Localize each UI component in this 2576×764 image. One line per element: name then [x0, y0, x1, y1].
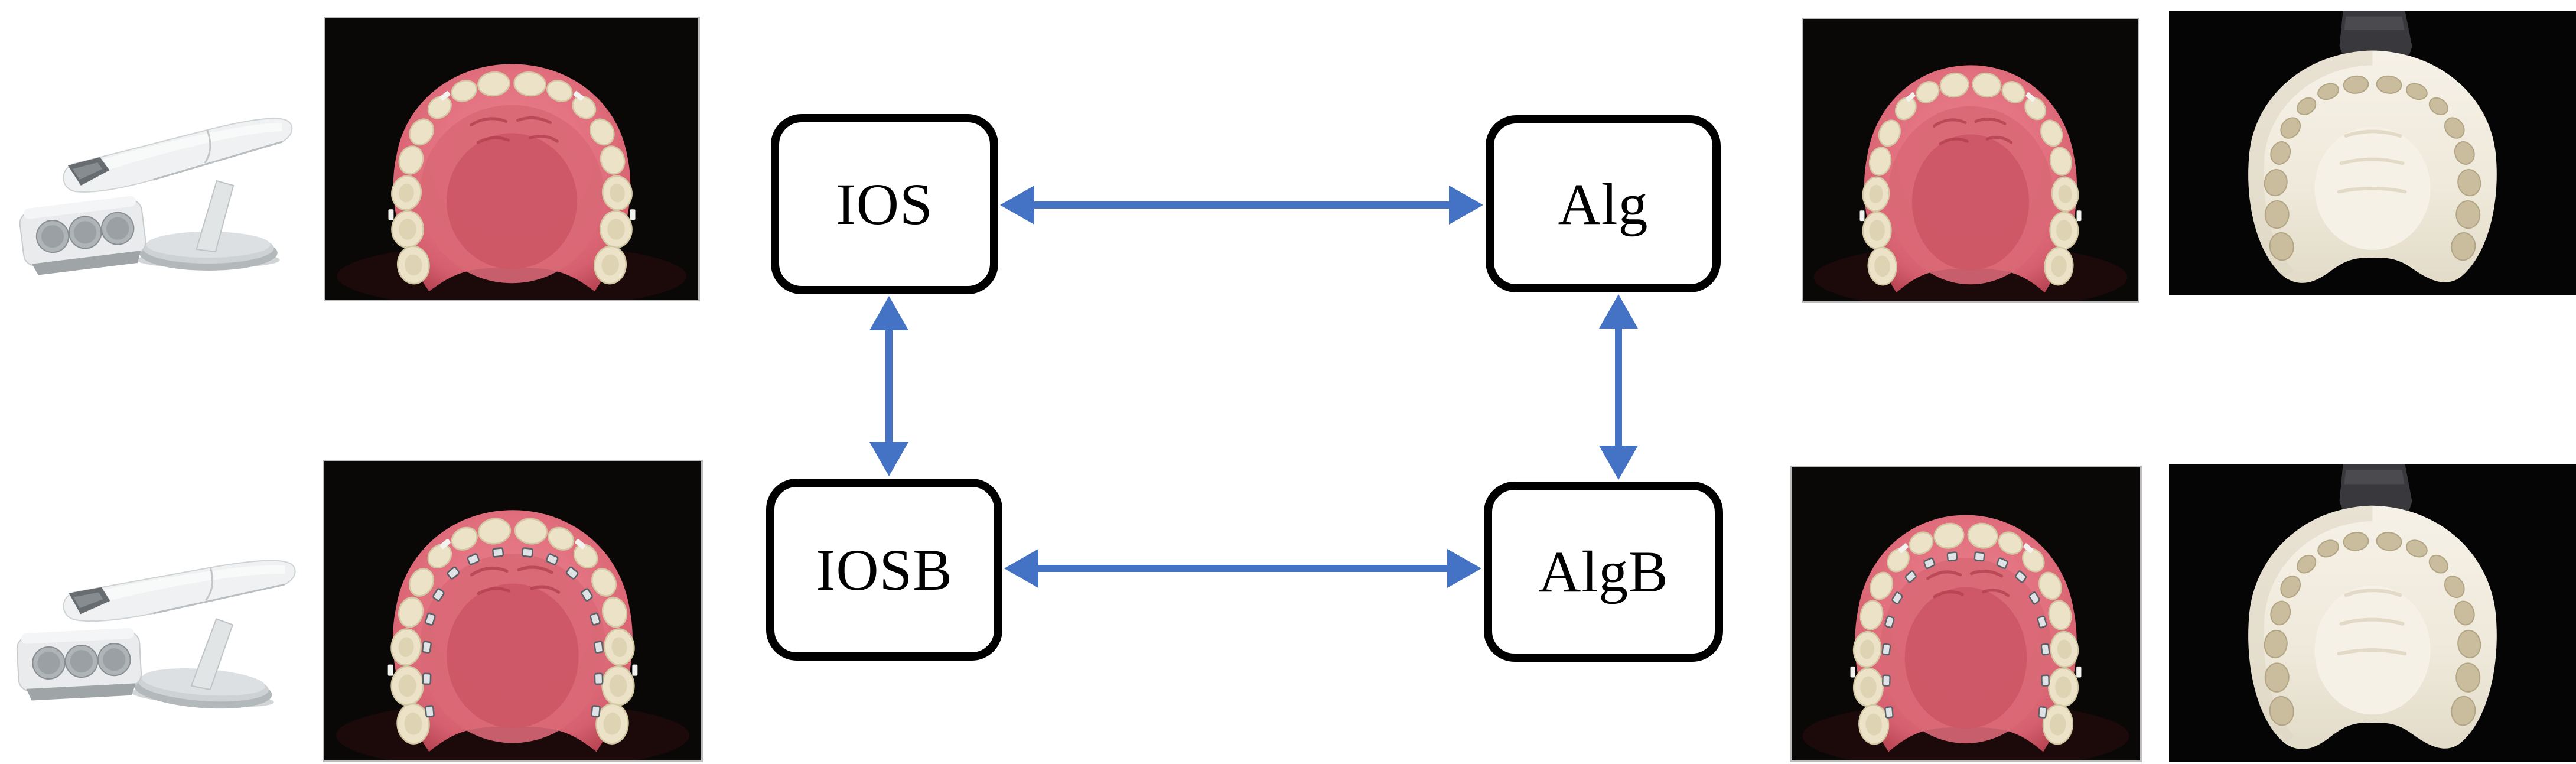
typodont-brackets-illustration: [324, 461, 701, 760]
arrow-ios-iosb: [869, 296, 908, 476]
node-iosb: IOSB: [766, 479, 1002, 661]
arrow-iosb-algb: [1004, 549, 1481, 588]
node-algb-label: AlgB: [1538, 539, 1669, 604]
stone-cast-photo-top: [2169, 11, 2576, 295]
typodont-brackets-illustration: [1792, 467, 2140, 760]
typodont-photo-top-right: [1802, 18, 2139, 303]
node-ios-label: IOS: [836, 171, 933, 237]
node-algb: AlgB: [1484, 482, 1723, 662]
scanner-icon: [11, 542, 297, 721]
intraoral-scanner-image-bottom: [11, 509, 297, 721]
stone-cast-photo-bottom: [2169, 464, 2576, 762]
intraoral-scanner-image-top: [11, 76, 297, 279]
stone-cast-illustration: [2169, 11, 2576, 295]
arrow-ios-alg: [1000, 186, 1483, 225]
node-ios: IOS: [771, 114, 998, 294]
typodont-brackets-photo-bottom-left: [323, 460, 703, 762]
typodont-brackets-photo-bottom-right: [1790, 466, 2142, 762]
typodont-arch-illustration: [325, 18, 698, 300]
typodont-photo-top-left: [324, 17, 700, 301]
node-alg: Alg: [1486, 115, 1721, 292]
node-iosb-label: IOSB: [816, 537, 953, 603]
arrow-alg-algb: [1599, 294, 1638, 480]
scanner-icon: [17, 118, 293, 278]
node-alg-label: Alg: [1558, 171, 1649, 237]
typodont-arch-illustration: [1803, 19, 2138, 301]
stone-cast-illustration: [2169, 464, 2576, 762]
